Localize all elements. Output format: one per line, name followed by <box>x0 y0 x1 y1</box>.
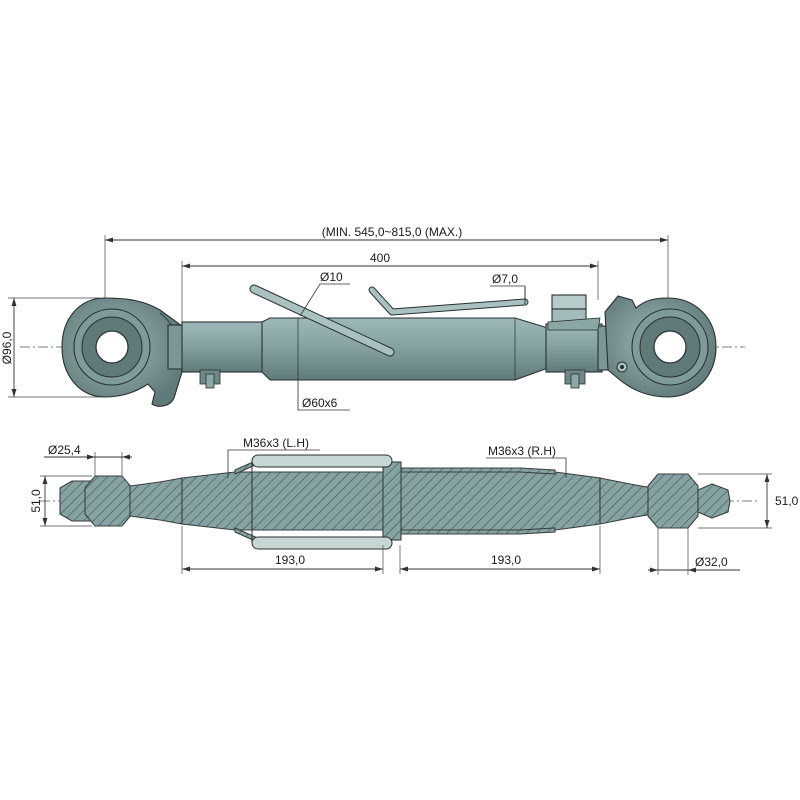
left-neck <box>129 477 183 525</box>
overall-length-dimension: (MIN. 545,0~815,0 (MAX.) <box>104 225 669 300</box>
overall-length-label: (MIN. 545,0~815,0 (MAX.) <box>322 225 462 239</box>
arrow-left <box>105 237 113 243</box>
right-threaded-rod <box>399 471 601 531</box>
left-thread-callout: M36x3 (L.H) <box>227 436 320 478</box>
handle-bar <box>250 285 394 356</box>
left-bore-label: Ø25,4 <box>48 443 81 457</box>
handle-diameter-label: Ø10 <box>320 270 343 284</box>
ball-height-dimension: Ø96,0 <box>0 297 100 398</box>
handle-section <box>251 454 393 550</box>
left-bore <box>95 330 129 364</box>
left-engagement-label: 193,0 <box>275 553 305 567</box>
tube-length-label: 400 <box>370 251 390 265</box>
right-ball-width-dimension: 51,0 <box>698 473 799 529</box>
left-thread-label: M36x3 (L.H) <box>243 436 309 450</box>
pin-diameter-label: Ø7,0 <box>492 272 518 286</box>
right-ball-section <box>599 473 731 529</box>
pin-diameter-callout: Ø7,0 <box>490 272 526 302</box>
right-ball-hatched <box>647 473 699 529</box>
left-thread-sleeve <box>181 321 271 373</box>
right-thread-label: M36x3 (R.H) <box>488 444 556 458</box>
locking-lever <box>368 286 601 331</box>
lever-clip-top <box>551 294 587 310</box>
main-tube <box>261 317 549 381</box>
right-engagement-label: 193,0 <box>491 553 521 567</box>
left-ball-joint <box>61 297 183 407</box>
right-ball-width-label: 51,0 <box>775 494 799 508</box>
left-ball-width-dimension: 51,0 <box>29 475 92 527</box>
left-clamp-bolt <box>199 369 221 389</box>
left-pin-stub <box>59 480 91 522</box>
right-bore-dimension: Ø32,0 <box>648 528 740 575</box>
right-thread-sleeve <box>545 323 603 373</box>
tube-size-label: Ø60x6 <box>302 396 338 410</box>
right-bore <box>653 330 687 364</box>
right-clamp-bolt <box>564 369 586 389</box>
left-ball-width-label: 51,0 <box>29 489 43 513</box>
center-coupling <box>382 461 402 541</box>
right-thread-callout: M36x3 (R.H) <box>486 444 567 478</box>
right-ball-joint <box>604 295 717 398</box>
left-engagement-dimension: 193,0 <box>181 526 384 574</box>
right-engagement-dimension: 193,0 <box>399 526 601 574</box>
right-neck <box>599 477 653 525</box>
left-bore-dimension: Ø25,4 <box>44 443 132 476</box>
left-ball-section <box>59 475 183 527</box>
section-view: Ø25,4 M36x3 (L.H) M36x3 (R.H) 51,0 <box>29 436 799 575</box>
tube-length-dimension: 400 <box>181 251 599 330</box>
lever-bar <box>369 287 528 315</box>
arrow-right <box>660 237 668 243</box>
left-threaded-rod <box>181 471 386 531</box>
tube-size-callout: Ø60x6 <box>297 380 350 411</box>
left-ball-hatched <box>84 475 133 527</box>
handle-diameter-callout: Ø10 <box>299 270 350 317</box>
ball-height-label: Ø96,0 <box>0 331 14 364</box>
tommy-bar-handle <box>249 284 395 357</box>
right-bore-label: Ø32,0 <box>695 555 728 569</box>
right-pin-stub <box>697 483 731 519</box>
top-view: (MIN. 545,0~815,0 (MAX.) 400 Ø96,0 <box>0 225 745 411</box>
